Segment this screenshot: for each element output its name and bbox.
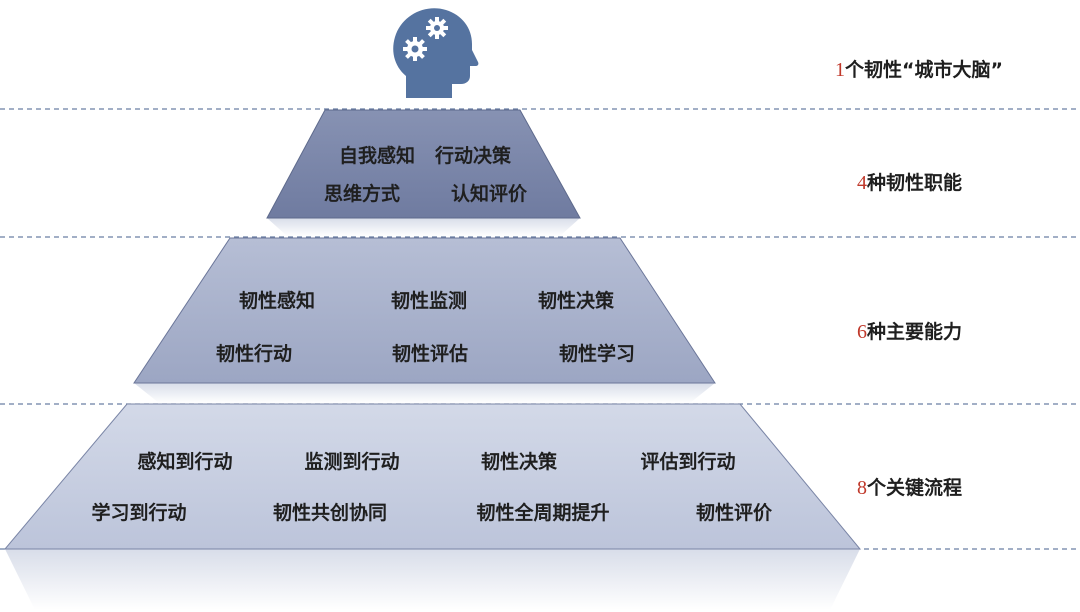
tier-label-apex: 1个韧性“城市大脑”: [835, 58, 1003, 81]
head-gears-icon: [393, 8, 479, 98]
tier-1-items: 自我感知 行动决策 思维方式 认知评价: [324, 144, 528, 205]
label-number: 8: [857, 477, 867, 499]
tier-2-shape: [133, 237, 716, 384]
label-number: 1: [835, 59, 845, 81]
tier-3-items: 感知到行动 监测到行动 韧性决策 评估到行动 学习到行动 韧性共创协同 韧性全周…: [91, 450, 773, 524]
tier-2-items: 韧性感知 韧性监测 韧性决策 韧性行动 韧性评估 韧性学习: [216, 289, 635, 365]
tier-item: 韧性共创协同: [273, 501, 387, 524]
tier-3-reflection: [5, 549, 860, 610]
tier-item: 感知到行动: [137, 450, 232, 473]
tier-item: 韧性评价: [696, 501, 773, 524]
label-text: 种韧性职能: [866, 171, 962, 194]
tier-item: 评估到行动: [640, 450, 735, 473]
tier-item: 韧性学习: [559, 342, 635, 365]
tier-label-1: 4种韧性职能: [857, 171, 962, 194]
tier-item: 韧性评估: [392, 342, 468, 365]
tier-item: 韧性行动: [216, 342, 292, 365]
tier-3-shape: [3, 403, 862, 550]
tier-item: 韧性全周期提升: [476, 501, 609, 524]
tier-item: 韧性决策: [481, 450, 558, 473]
tier-1-reflection: [267, 218, 580, 236]
tier-item: 韧性监测: [391, 289, 467, 312]
tier-item: 韧性感知: [239, 289, 315, 312]
tier-item: 行动决策: [434, 144, 512, 167]
tier-label-2: 6种主要能力: [857, 320, 962, 343]
tier-item: 自我感知: [339, 144, 415, 167]
label-number: 6: [857, 321, 867, 343]
tier-item: 认知评价: [451, 182, 528, 205]
tier-2-reflection: [134, 383, 715, 403]
label-text: 种主要能力: [866, 320, 962, 343]
tier-item: 韧性决策: [538, 289, 615, 312]
tier-label-3: 8个关键流程: [857, 476, 962, 499]
tier-item: 思维方式: [324, 182, 400, 205]
label-number: 4: [857, 172, 867, 194]
tier-item: 监测到行动: [304, 450, 399, 473]
tier-1-shape: [266, 109, 581, 219]
label-text: 个韧性“城市大脑”: [844, 58, 1003, 81]
tier-item: 学习到行动: [91, 501, 186, 524]
label-text: 个关键流程: [866, 476, 962, 499]
